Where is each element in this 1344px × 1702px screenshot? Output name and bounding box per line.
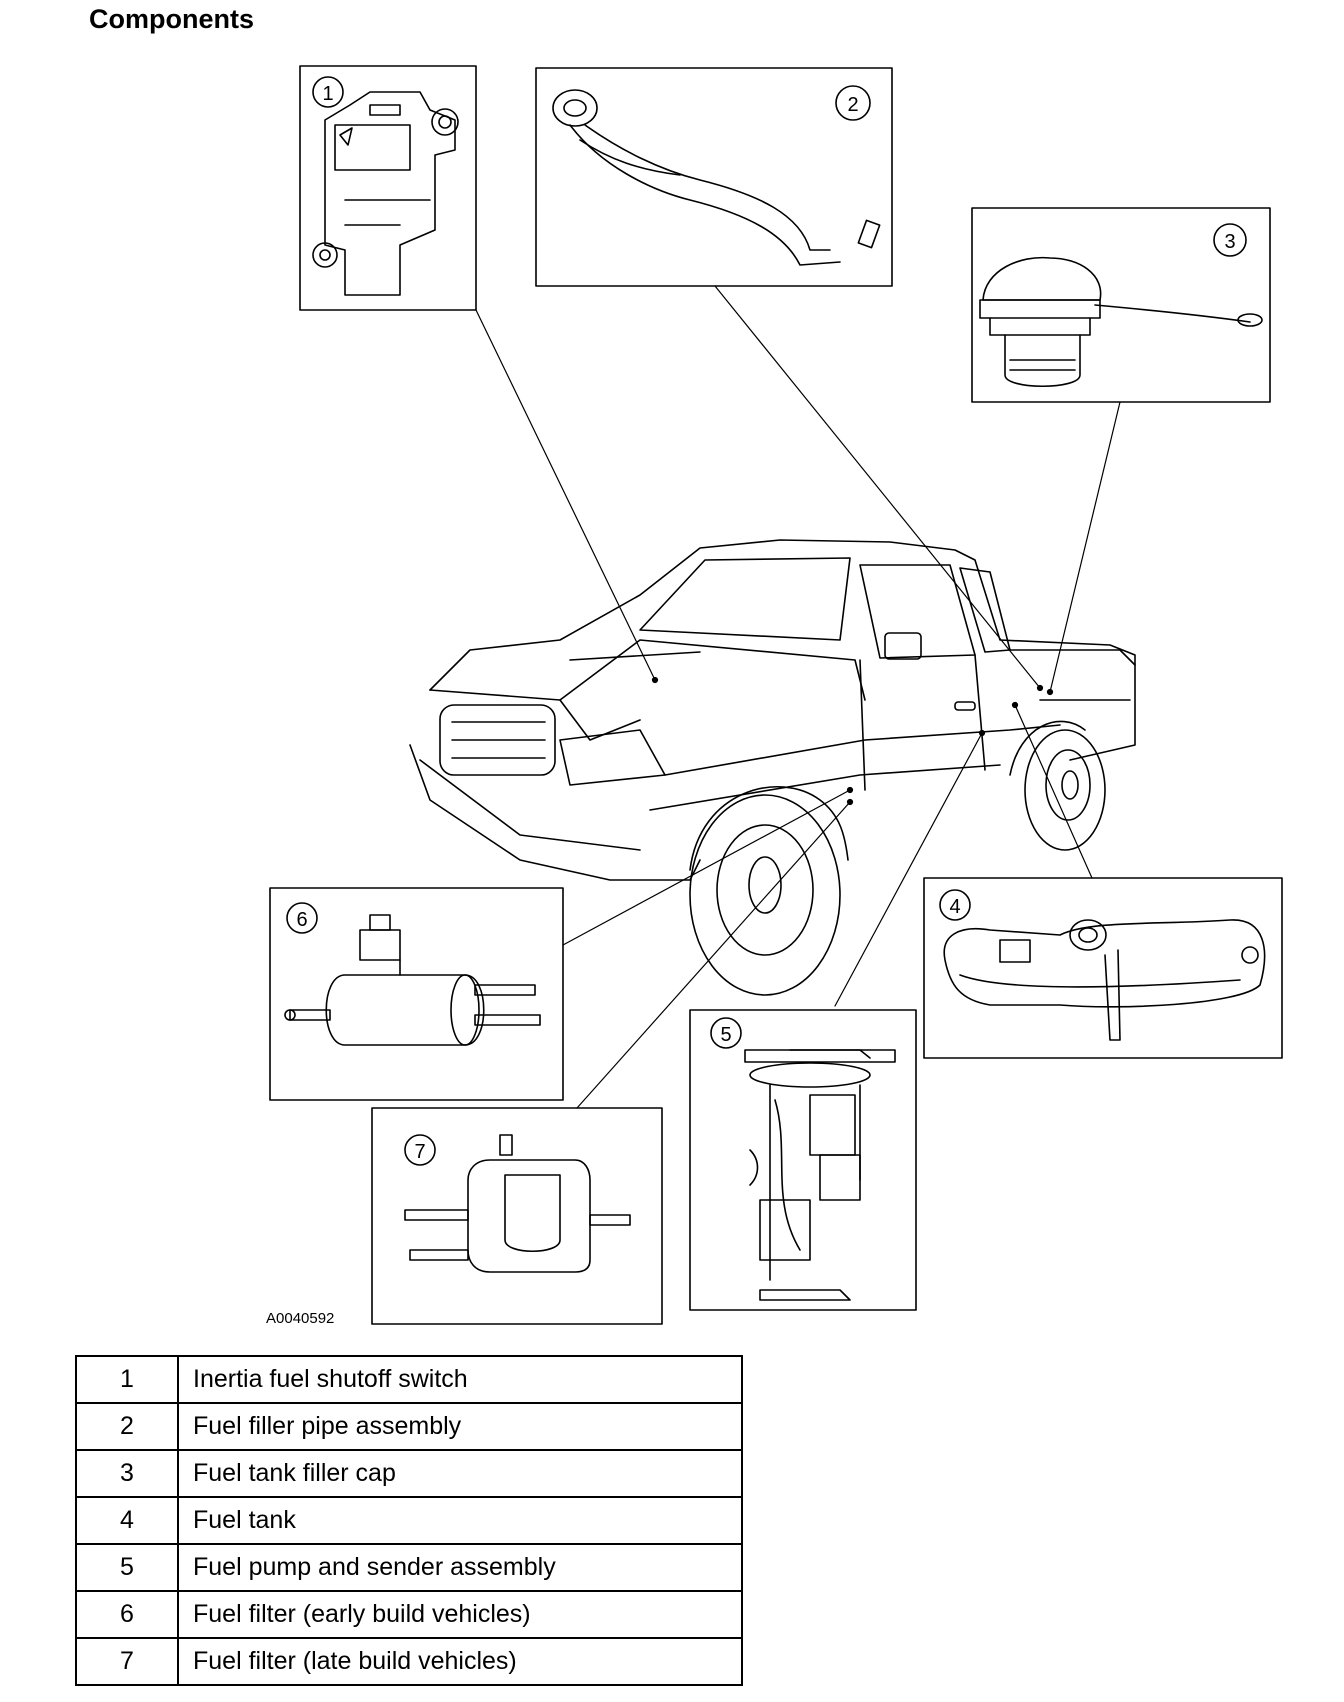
component-number: 2 [75, 1402, 179, 1451]
component-name: Fuel filter (early build vehicles) [177, 1590, 743, 1639]
table-row: 7 Fuel filter (late build vehicles) [75, 1637, 743, 1686]
callout-4: 4 [949, 896, 960, 918]
table-row: 2 Fuel filler pipe assembly [75, 1402, 743, 1451]
components-legend-table: 1 Inertia fuel shutoff switch 2 Fuel fil… [75, 1355, 743, 1686]
component-box-7: 7 [371, 1107, 663, 1325]
callout-6: 6 [296, 909, 307, 931]
callout-5: 5 [720, 1024, 731, 1046]
table-row: 4 Fuel tank [75, 1496, 743, 1545]
component-name: Fuel tank [177, 1496, 743, 1545]
component-number: 7 [75, 1637, 179, 1686]
component-box-6: 6 [269, 887, 564, 1101]
component-name: Fuel filler pipe assembly [177, 1402, 743, 1451]
component-number: 3 [75, 1449, 179, 1498]
component-name: Fuel filter (late build vehicles) [177, 1637, 743, 1686]
callout-7: 7 [414, 1141, 425, 1163]
components-diagram: 1 2 3 4 [269, 65, 1283, 1325]
callout-3: 3 [1224, 231, 1235, 253]
table-row: 5 Fuel pump and sender assembly [75, 1543, 743, 1592]
component-number: 6 [75, 1590, 179, 1639]
component-box-5: 5 [689, 1009, 917, 1311]
component-box-3: 3 [971, 207, 1271, 403]
component-box-4: 4 [923, 877, 1283, 1059]
component-name: Inertia fuel shutoff switch [177, 1355, 743, 1404]
component-box-1: 1 [299, 65, 477, 311]
figure-reference: A0040592 [266, 1310, 335, 1327]
table-row: 1 Inertia fuel shutoff switch [75, 1355, 743, 1404]
callout-1: 1 [322, 83, 333, 105]
pickup-truck-illustration [409, 539, 1136, 996]
component-box-2: 2 [535, 67, 893, 287]
component-number: 5 [75, 1543, 179, 1592]
table-row: 6 Fuel filter (early build vehicles) [75, 1590, 743, 1639]
page-title: Components [89, 4, 254, 34]
component-name: Fuel pump and sender assembly [177, 1543, 743, 1592]
table-row: 3 Fuel tank filler cap [75, 1449, 743, 1498]
component-number: 1 [75, 1355, 179, 1404]
component-name: Fuel tank filler cap [177, 1449, 743, 1498]
callout-2: 2 [847, 94, 858, 116]
component-number: 4 [75, 1496, 179, 1545]
